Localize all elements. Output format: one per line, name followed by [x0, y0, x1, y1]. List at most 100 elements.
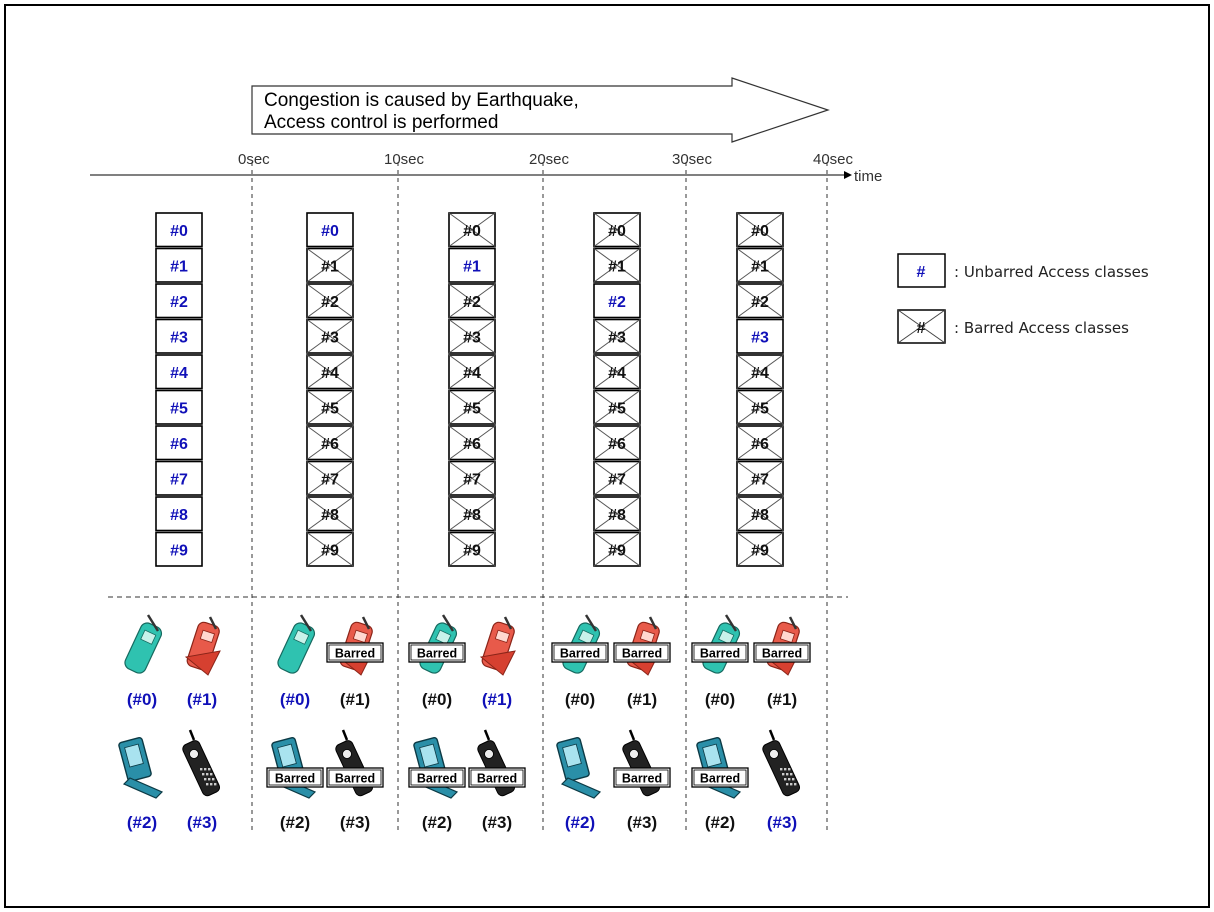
- bar-cross-line: [448, 496, 496, 531]
- bar-cross-line: [736, 283, 784, 318]
- phone-screen: [199, 629, 216, 643]
- access-class-barred: #8: [306, 496, 354, 532]
- timeline-arrowhead: [844, 171, 852, 179]
- barred-tag-inner: [615, 644, 669, 661]
- access-class-label: #0: [463, 223, 481, 240]
- access-class-label: #2: [463, 294, 481, 311]
- access-class-barred: #7: [448, 460, 496, 496]
- access-class-label: #7: [463, 472, 481, 489]
- access-class-stack: #0#1#2#3#4#5#6#7#8#9: [736, 212, 784, 567]
- bar-cross-line: [736, 532, 784, 567]
- phone-key: [208, 778, 211, 781]
- barred-tag: Barred: [613, 642, 671, 663]
- phone-key: [786, 773, 789, 776]
- access-class-unbarred: #7: [155, 460, 203, 496]
- phone-speaker: [484, 749, 494, 759]
- device-group: Barred(#0)(#1)Barred(#2)Barred(#3): [408, 614, 526, 832]
- bar-cross-line: [448, 425, 496, 460]
- device: Barred(#2): [691, 736, 749, 832]
- access-class-barred: #1: [306, 247, 354, 283]
- barred-tag: Barred: [326, 642, 384, 663]
- access-class-label: #4: [608, 365, 626, 382]
- access-class-label: #7: [321, 472, 339, 489]
- phone-antenna: [441, 614, 455, 632]
- access-class-unbarred: #0: [155, 212, 203, 248]
- access-class-barred: #7: [593, 460, 641, 496]
- device-label: (#1): [627, 690, 657, 709]
- device: Barred(#0): [551, 614, 609, 709]
- device: (#2): [556, 736, 602, 832]
- bar-cross-line: [593, 248, 641, 283]
- device: (#2): [118, 736, 164, 832]
- legend-barred-cross-2: [897, 309, 946, 344]
- access-class-label: #6: [751, 436, 769, 453]
- device: (#3): [762, 729, 801, 832]
- bar-cross-line: [736, 496, 784, 531]
- bar-cross-line: [448, 461, 496, 496]
- access-class-label: #5: [463, 401, 481, 418]
- phone-key: [788, 768, 791, 771]
- legend-barred: # : Barred Access classes: [897, 309, 1129, 344]
- barred-tag-frame: [408, 767, 466, 788]
- barred-tag-label: Barred: [335, 772, 375, 786]
- device-label: (#0): [422, 690, 452, 709]
- access-class-label: #5: [608, 401, 626, 418]
- access-class-unbarred: #3: [155, 318, 203, 354]
- bar-cross-line: [593, 354, 641, 389]
- legend: # : Unbarred Access classes # : Barred A…: [897, 253, 1149, 344]
- bar-cross-line: [593, 212, 641, 247]
- phone-icon: [182, 729, 221, 797]
- access-class-barred: #0: [593, 212, 641, 248]
- barred-tag-inner: [410, 644, 464, 661]
- phone-speaker: [629, 749, 639, 759]
- access-class-label: #3: [751, 330, 769, 347]
- legend-unbarred-label: : Unbarred Access classes: [954, 263, 1149, 281]
- barred-tag: Barred: [613, 767, 671, 788]
- access-class-label: #9: [463, 543, 481, 560]
- phone-key: [792, 778, 795, 781]
- access-class-box: [736, 318, 784, 354]
- access-class-barred: #7: [736, 460, 784, 496]
- phone-icon: [277, 614, 316, 674]
- bar-cross-line: [448, 212, 496, 247]
- phone-flip: [184, 650, 221, 676]
- device-group: (#0)(#1)(#2)(#3): [118, 614, 221, 832]
- bar-cross-line: [448, 319, 496, 354]
- device-label: (#2): [565, 813, 595, 832]
- bar-cross-line: [306, 532, 354, 567]
- barred-tag-frame: [408, 642, 466, 663]
- device-label: (#2): [127, 813, 157, 832]
- device: (#1): [184, 616, 221, 709]
- phone-antenna: [768, 729, 776, 741]
- access-class-box: [155, 247, 203, 283]
- phone-antenna: [788, 616, 798, 630]
- access-class-label: #6: [463, 436, 481, 453]
- access-class-label: #4: [751, 365, 769, 382]
- phone-screen: [779, 629, 796, 643]
- access-class-barred: #6: [306, 425, 354, 461]
- device: Barred(#0): [691, 614, 749, 709]
- device: Barred(#3): [468, 729, 526, 832]
- barred-tag-inner: [615, 769, 669, 786]
- barred-tag-frame: [468, 767, 526, 788]
- phone-key: [780, 768, 783, 771]
- bar-cross-line: [736, 425, 784, 460]
- phone-key: [786, 783, 789, 786]
- access-class-label: #7: [170, 472, 188, 489]
- phone-key: [214, 783, 217, 786]
- phone-speaker: [189, 749, 199, 759]
- barred-tag-frame: [613, 767, 671, 788]
- access-class-label: #3: [170, 330, 188, 347]
- bar-cross-line: [306, 283, 354, 318]
- access-class-label: #0: [751, 223, 769, 240]
- phone-screen: [419, 743, 439, 768]
- device-group: Barred(#0)Barred(#1)Barred(#2)(#3): [691, 614, 811, 832]
- bar-cross-line: [448, 390, 496, 425]
- access-class-label: #1: [321, 259, 339, 276]
- phone-keypad: [122, 777, 164, 799]
- phone-antenna: [584, 614, 598, 632]
- phone-key: [208, 768, 211, 771]
- barred-tag-label: Barred: [700, 772, 740, 786]
- access-class-label: #8: [321, 507, 339, 524]
- phone-key: [782, 773, 785, 776]
